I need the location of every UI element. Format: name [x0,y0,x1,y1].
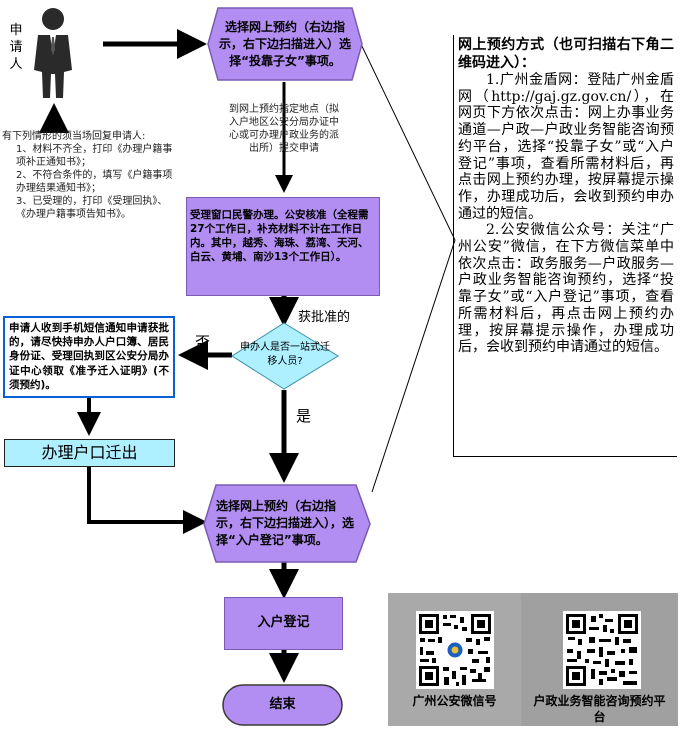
submit-location-note: 到网上预约指定地点（拟入户地区公安分局办证中心或可办理户政业务的派出所）提交申请 [229,104,339,154]
qr-right-panel: 户政业务智能咨询预约平台 [521,593,678,726]
yes-label: 是 [296,407,312,425]
decision-diamond[interactable] [231,322,339,390]
arrow-moveout-to-online2 [87,467,207,534]
online-booking-text: 选择网上预约（右边指示，右下边扫描进入）选择“投靠子女”事项。 [218,19,351,68]
hexagon-online-booking-2[interactable] [203,484,371,563]
qr-right-caption: 户政业务智能咨询预约平台 [533,694,666,724]
online-booking-2-text: 选择网上预约（右边指示，右下边扫描进入），选择“入户登记”事项。 [216,499,355,547]
qr-left-caption: 广州公安微信号 [412,694,497,708]
left-note-title: 有下列情形的须当场回复申请人: [2,131,146,142]
qr-code-wechat-icon[interactable] [416,611,494,689]
move-out-box[interactable]: 办理户口迁出 [4,439,175,467]
instructions-title: 网上预约方式（也可扫描右下角二维码进入）： [458,37,674,71]
left-note-item-2: 2、不符合条件的，填写《户籍事项办理结果通知书》； [16,170,173,194]
person-icon [34,8,72,98]
approved-label: 获批准的 [298,310,351,325]
left-note-item-1: 1、材料不齐全，打印《办理户籍事项补正通知书》； [16,144,173,168]
instructions-para-2: 2.公安微信公众号：关注“广州公安”微信，在下方微信菜单中依次点击：政务服务—户… [458,222,674,356]
instructions-para-1: 1.广州金盾网：登陆广州金盾网（http://gaj.gz.gov.cn/），在… [458,72,674,222]
register-box[interactable]: 入户登记 [224,597,343,650]
accept-window-box[interactable]: 受理窗口民警办理。公安核准（全程需27个工作日，补充材料不计在工作日内。其中，越… [186,197,380,296]
online-booking-instructions: 网上预约方式（也可扫描右下角二维码进入）： 1.广州金盾网：登陆广州金盾网（ht… [453,35,677,457]
decision-text: 申办人是否一站式迁移人员? [240,342,330,367]
bracket-link-lines [359,41,456,493]
sms-notice-box[interactable]: 申请人收到手机短信通知申请获批的，请尽快持申办人户口簿、居民身份证、受理回执到区… [3,316,175,398]
qr-code-booking-platform-icon[interactable] [563,611,641,689]
end-terminal[interactable] [222,684,343,726]
left-note-item-3: 3、已受理的，打印《受理回执》、《办理户籍事项告知书》。 [16,196,168,220]
qr-code-panel: 广州公安微信号 户政业务智能咨询预约平台 [388,593,678,726]
qr-left-panel: 广州公安微信号 [388,593,521,726]
applicant-label: 申请人 [9,23,23,72]
no-label: 否 [195,333,211,351]
end-label: 结束 [269,697,296,712]
left-reply-note: 有下列情形的须当场回复申请人: 1、材料不齐全，打印《办理户籍事项补正通知书》；… [2,130,180,221]
hexagon-online-booking[interactable] [207,7,363,81]
